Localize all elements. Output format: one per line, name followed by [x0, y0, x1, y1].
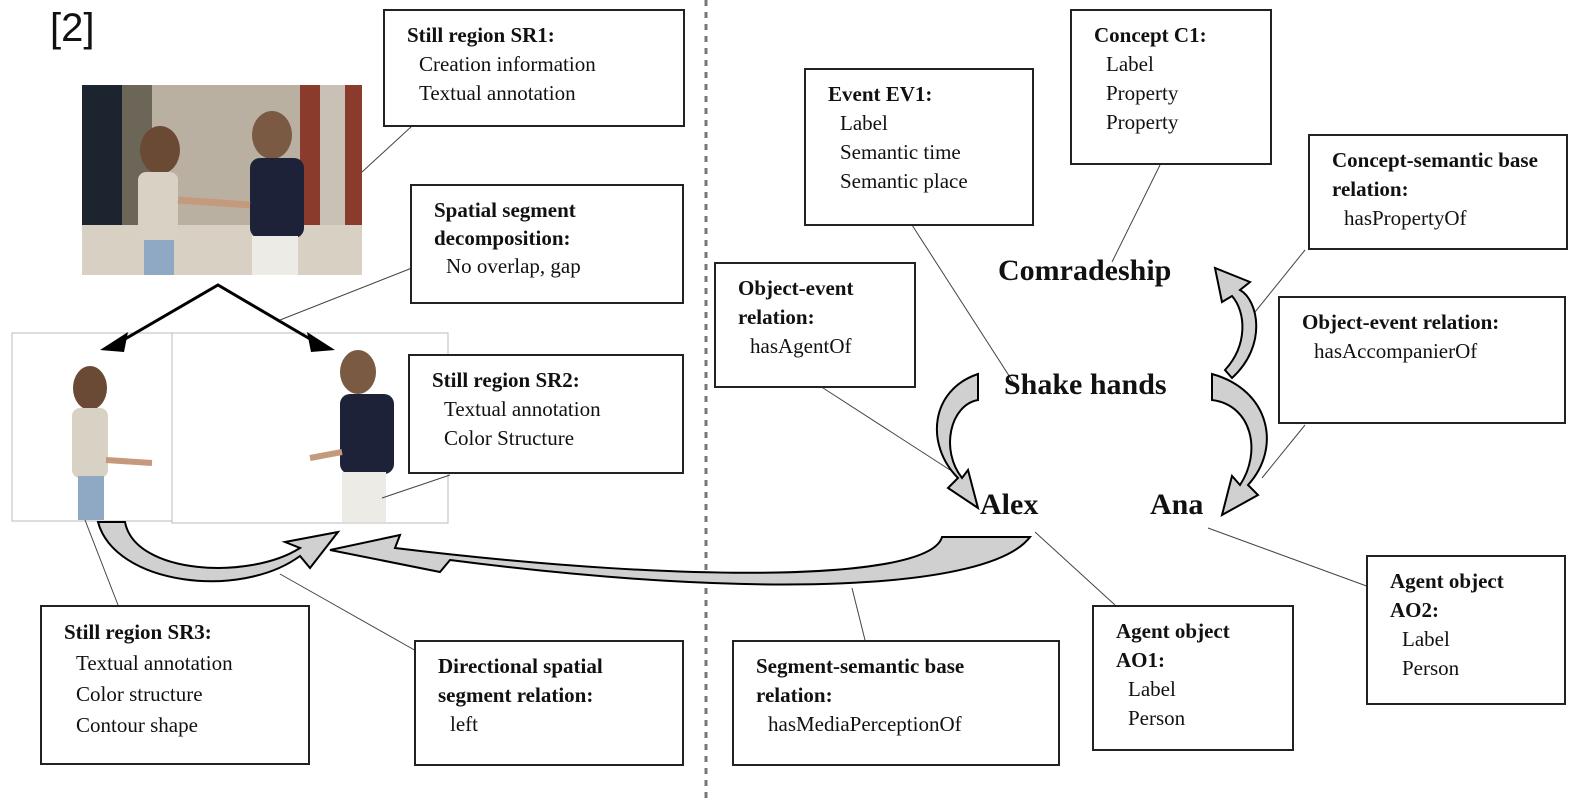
- box-title: Spatial segment decomposition:: [434, 198, 576, 250]
- arrowhead-right: [307, 332, 335, 352]
- node-ana: Ana: [1150, 488, 1204, 521]
- box-title: Agent object AO1:: [1116, 619, 1230, 672]
- arrowhead-left: [100, 332, 128, 352]
- arrow-event-to-alex: [936, 372, 980, 511]
- box-object-event-accompanier: Object-event relation: hasAccompanierOf: [1278, 296, 1566, 424]
- box-line: Creation information: [419, 52, 596, 76]
- box-title: Segment-semantic base relation:: [756, 654, 965, 707]
- photo-segment-man: [171, 332, 449, 524]
- box-line: Label: [1128, 677, 1176, 701]
- box-line: Label: [840, 111, 888, 135]
- box-line: Property: [1106, 110, 1179, 134]
- box-title: Agent object AO2:: [1390, 569, 1504, 622]
- box-concept-c1: Concept C1: Label Property Property: [1070, 9, 1272, 165]
- box-directional-relation: Directional spatial segment relation: le…: [414, 640, 684, 766]
- box-title: Object-event relation:: [1302, 310, 1500, 334]
- box-spatial-decomposition: Spatial segment decomposition: No overla…: [410, 184, 684, 304]
- box-title: Concept C1:: [1094, 23, 1207, 47]
- box-agent-object-ao2: Agent object AO2: Label Person: [1366, 555, 1566, 705]
- photo-segment-woman: [11, 332, 193, 522]
- box-line: Person: [1402, 656, 1460, 680]
- box-object-event-agent: Object-event relation: hasAgentOf: [714, 262, 916, 388]
- connector-lines: [84, 125, 1373, 653]
- decomposition-arrows: [112, 283, 323, 348]
- box-line: left: [450, 712, 478, 736]
- box-line: Textual annotation: [419, 81, 576, 105]
- box-line: Person: [1128, 706, 1186, 730]
- box-line: Color Structure: [444, 426, 575, 450]
- box-line: hasAccompanierOf: [1314, 339, 1478, 363]
- box-line: hasAgentOf: [750, 334, 852, 358]
- box-agent-object-ao1: Agent object AO1: Label Person: [1092, 605, 1294, 751]
- node-alex: Alex: [980, 488, 1039, 521]
- arrow-segment-semantic: [329, 533, 1033, 586]
- box-event-ev1: Event EV1: Label Semantic time Semantic …: [804, 68, 1034, 226]
- box-line: Textual annotation: [444, 397, 601, 421]
- photo-handshake: [82, 85, 362, 275]
- box-line: Contour shape: [76, 713, 198, 737]
- arrow-event-to-ana: [1211, 372, 1268, 518]
- box-title: Directional spatial segment relation:: [438, 654, 603, 707]
- box-line: hasMediaPerceptionOf: [768, 712, 962, 736]
- box-concept-semantic-relation: Concept-semantic base relation: hasPrope…: [1308, 134, 1568, 250]
- box-title: Event EV1:: [828, 82, 933, 106]
- arrow-left-relation: [96, 521, 341, 583]
- box-still-region-sr3: Still region SR3: Textual annotation Col…: [40, 605, 310, 765]
- box-line: Semantic place: [840, 169, 968, 193]
- box-title: Still region SR2:: [432, 368, 580, 392]
- box-line: Property: [1106, 81, 1179, 105]
- box-title: Object-event relation:: [738, 276, 854, 329]
- box-still-region-sr2: Still region SR2: Textual annotation Col…: [408, 354, 684, 474]
- box-line: Label: [1106, 52, 1154, 76]
- box-segment-semantic-relation: Segment-semantic base relation: hasMedia…: [732, 640, 1060, 766]
- node-comradeship: Comradeship: [998, 254, 1172, 287]
- box-line: Label: [1402, 627, 1450, 651]
- figure-reference: [2]: [50, 6, 95, 50]
- box-line: No overlap, gap: [446, 254, 581, 278]
- box-line: Color structure: [76, 682, 203, 706]
- box-title: Still region SR3:: [64, 620, 212, 644]
- arrow-event-to-comradeship: [1213, 266, 1258, 380]
- box-title: Concept-semantic base relation:: [1332, 148, 1538, 201]
- box-line: Semantic time: [840, 140, 961, 164]
- node-shake-hands: Shake hands: [1004, 368, 1167, 401]
- box-line: Textual annotation: [76, 651, 233, 675]
- box-line: hasPropertyOf: [1344, 206, 1467, 230]
- box-still-region-sr1: Still region SR1: Creation information T…: [383, 9, 685, 127]
- box-title: Still region SR1:: [407, 23, 555, 47]
